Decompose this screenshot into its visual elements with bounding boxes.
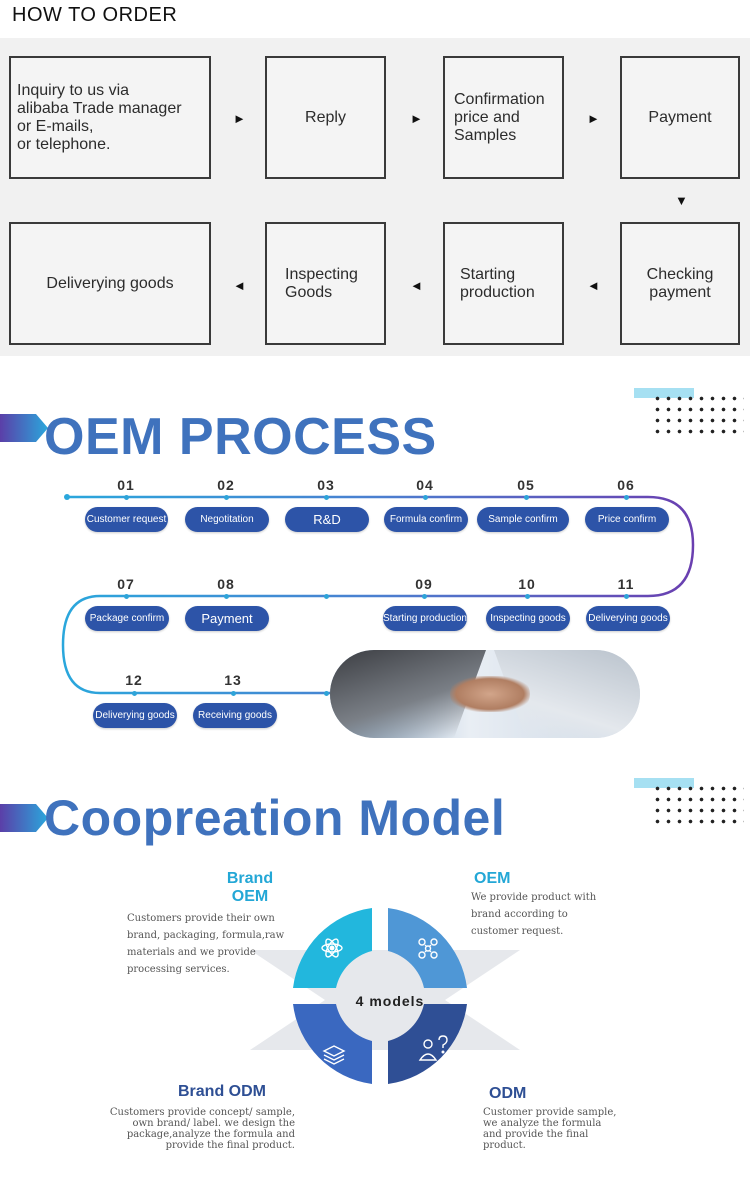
oem-step-number: 05: [517, 477, 535, 493]
oem-step-node: [523, 494, 529, 500]
oem-step-label: Package confirm: [85, 606, 169, 631]
oem-step-label: Sample confirm: [477, 507, 569, 532]
oem-step-number: 10: [518, 576, 536, 592]
oem-step-number: 06: [617, 477, 635, 493]
oem-step-number: 12: [125, 672, 143, 688]
brand-oem-text: Customers provide their own brand, packa…: [127, 913, 285, 975]
center-label: 4 models: [355, 993, 425, 1009]
odm-heading: ODM: [489, 1085, 527, 1102]
section-tab-icon: [0, 414, 48, 442]
brand-oem-heading: Brand OEM: [226, 870, 274, 905]
brand-odm-text: Customers provide concept/ sample, own b…: [109, 1107, 295, 1151]
oem-process-title: OEM PROCESS: [44, 408, 437, 466]
four-models-diagram: [250, 908, 520, 1084]
handshake-image: [330, 650, 640, 738]
oem-step-node: [223, 593, 229, 599]
section-tab-icon: [0, 804, 48, 832]
track-node: [323, 593, 329, 599]
oem-step-label: Deliverying goods: [586, 606, 670, 631]
order-step-checking-payment: Checking payment: [620, 222, 740, 345]
arrow-right-icon: ►: [410, 111, 423, 126]
oem-step-number: 09: [415, 576, 433, 592]
oem-step-node: [230, 690, 236, 696]
oem-step-label: Inspecting goods: [486, 606, 570, 631]
network-icon: [418, 938, 438, 959]
oem-step-number: 07: [117, 576, 135, 592]
oem-step-number: 03: [317, 477, 335, 493]
oem-step-number: 01: [117, 477, 135, 493]
oem-step-node: [524, 593, 530, 599]
oem-step-node: [223, 494, 229, 500]
track-node: [323, 690, 329, 696]
oem-step-number: 02: [217, 477, 235, 493]
order-step-delivering-goods: Deliverying goods: [9, 222, 211, 345]
oem-step-node: [623, 593, 629, 599]
how-to-order-title: HOW TO ORDER: [12, 4, 178, 26]
oem-step-label: R&D: [285, 507, 369, 532]
arrow-left-icon: ◄: [410, 278, 423, 293]
decor-dots-icon: [652, 783, 744, 825]
brand-odm-heading: Brand ODM: [178, 1083, 266, 1100]
process-track: [61, 494, 695, 695]
oem-step-node: [323, 494, 329, 500]
arrow-right-icon: ►: [587, 111, 600, 126]
order-step-reply: Reply: [265, 56, 386, 179]
atom-icon: [321, 938, 343, 958]
oem-heading: OEM: [474, 870, 511, 887]
arrow-left-icon: ◄: [587, 278, 600, 293]
oem-step-label: Price confirm: [585, 507, 669, 532]
oem-step-label: Deliverying goods: [93, 703, 177, 728]
oem-step-number: 13: [224, 672, 242, 688]
order-step-confirmation: Confirmation price and Samples: [443, 56, 564, 179]
arrow-left-icon: ◄: [233, 278, 246, 293]
decor-dots-icon: [652, 393, 744, 435]
arrow-down-icon: ▼: [675, 193, 688, 208]
oem-step-label: Formula confirm: [384, 507, 468, 532]
order-step-starting-production: Starting production: [443, 222, 564, 345]
oem-step-label: Starting production: [383, 606, 467, 631]
oem-step-node: [421, 593, 427, 599]
order-step-payment: Payment: [620, 56, 740, 179]
cooperation-model-title: Coopreation Model: [44, 790, 506, 846]
oem-step-label: Negotitation: [185, 507, 269, 532]
oem-step-node: [422, 494, 428, 500]
oem-step-number: 11: [617, 576, 635, 592]
order-step-inquiry: Inquiry to us via alibaba Trade manager …: [9, 56, 211, 179]
oem-step-label: Payment: [185, 606, 269, 631]
user-question-icon: [418, 1035, 448, 1061]
order-step-inspecting-goods: Inspecting Goods: [265, 222, 386, 345]
odm-text: Customer provide sample, we analyze the …: [483, 1107, 617, 1151]
oem-step-node: [623, 494, 629, 500]
oem-text: We provide product with brand according …: [471, 892, 597, 937]
oem-step-label: Receiving goods: [193, 703, 277, 728]
arrow-right-icon: ►: [233, 111, 246, 126]
oem-step-label: Customer request: [85, 507, 168, 532]
layers-icon: [322, 1045, 346, 1065]
oem-step-node: [123, 494, 129, 500]
oem-step-node: [123, 593, 129, 599]
oem-step-number: 08: [217, 576, 235, 592]
oem-step-node: [131, 690, 137, 696]
oem-step-number: 04: [416, 477, 434, 493]
